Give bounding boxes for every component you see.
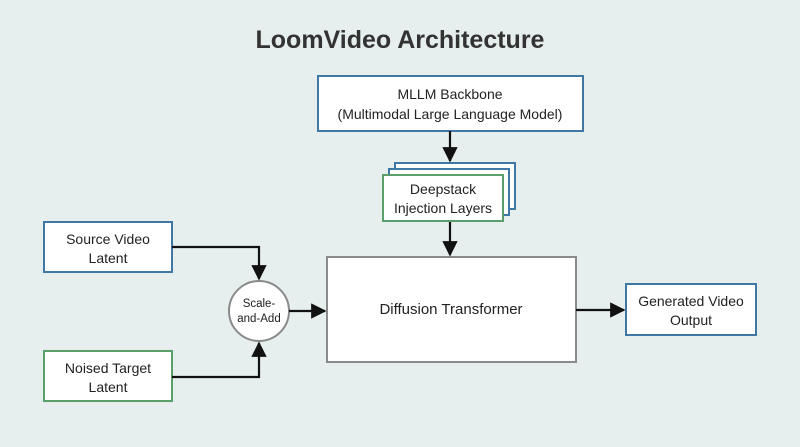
diffusion-transformer-box <box>326 256 577 363</box>
source-video-latent-label-line1: Source Video <box>66 231 150 247</box>
scale-and-add-node: Scale- and-Add <box>228 280 290 342</box>
generated-video-output-label-line2: Output <box>670 312 712 328</box>
deepstack-label-line2: Injection Layers <box>394 200 492 216</box>
mllm-backbone-label-line1: MLLM Backbone <box>397 86 502 102</box>
scale-and-add-label-line2: and-Add <box>237 313 280 325</box>
diffusion-transformer-node: Diffusion Transformer <box>326 256 577 363</box>
generated-video-output-node: Generated Video Output <box>625 283 757 336</box>
diffusion-transformer-label: Diffusion Transformer <box>379 301 522 318</box>
noised-target-latent-label-line1: Noised Target <box>65 360 151 376</box>
deepstack-label-line1: Deepstack <box>410 181 477 197</box>
source-video-latent-label-line2: Latent <box>89 250 128 266</box>
noised-target-latent-box <box>43 350 173 402</box>
mllm-backbone-box <box>317 75 584 132</box>
diagram-title: LoomVideo Architecture <box>256 26 545 54</box>
deepstack-injection-node: Deepstack Injection Layers <box>382 162 516 222</box>
noised-target-latent-label-line2: Latent <box>89 379 128 395</box>
deepstack-front-layer <box>382 174 504 222</box>
source-video-latent-node: Source Video Latent <box>43 221 173 273</box>
generated-video-output-box <box>625 283 757 336</box>
arrow-noised-to-scale-add <box>172 341 267 379</box>
arrow-source-to-scale-add <box>172 245 267 281</box>
mllm-backbone-label-line2: (Multimodal Large Language Model) <box>338 106 563 122</box>
generated-video-output-label-line1: Generated Video <box>638 293 744 309</box>
scale-and-add-label-line1: Scale- <box>243 298 276 310</box>
scale-and-add-circle <box>228 280 290 342</box>
mllm-backbone-node: MLLM Backbone (Multimodal Large Language… <box>317 75 584 132</box>
noised-target-latent-node: Noised Target Latent <box>43 350 173 402</box>
